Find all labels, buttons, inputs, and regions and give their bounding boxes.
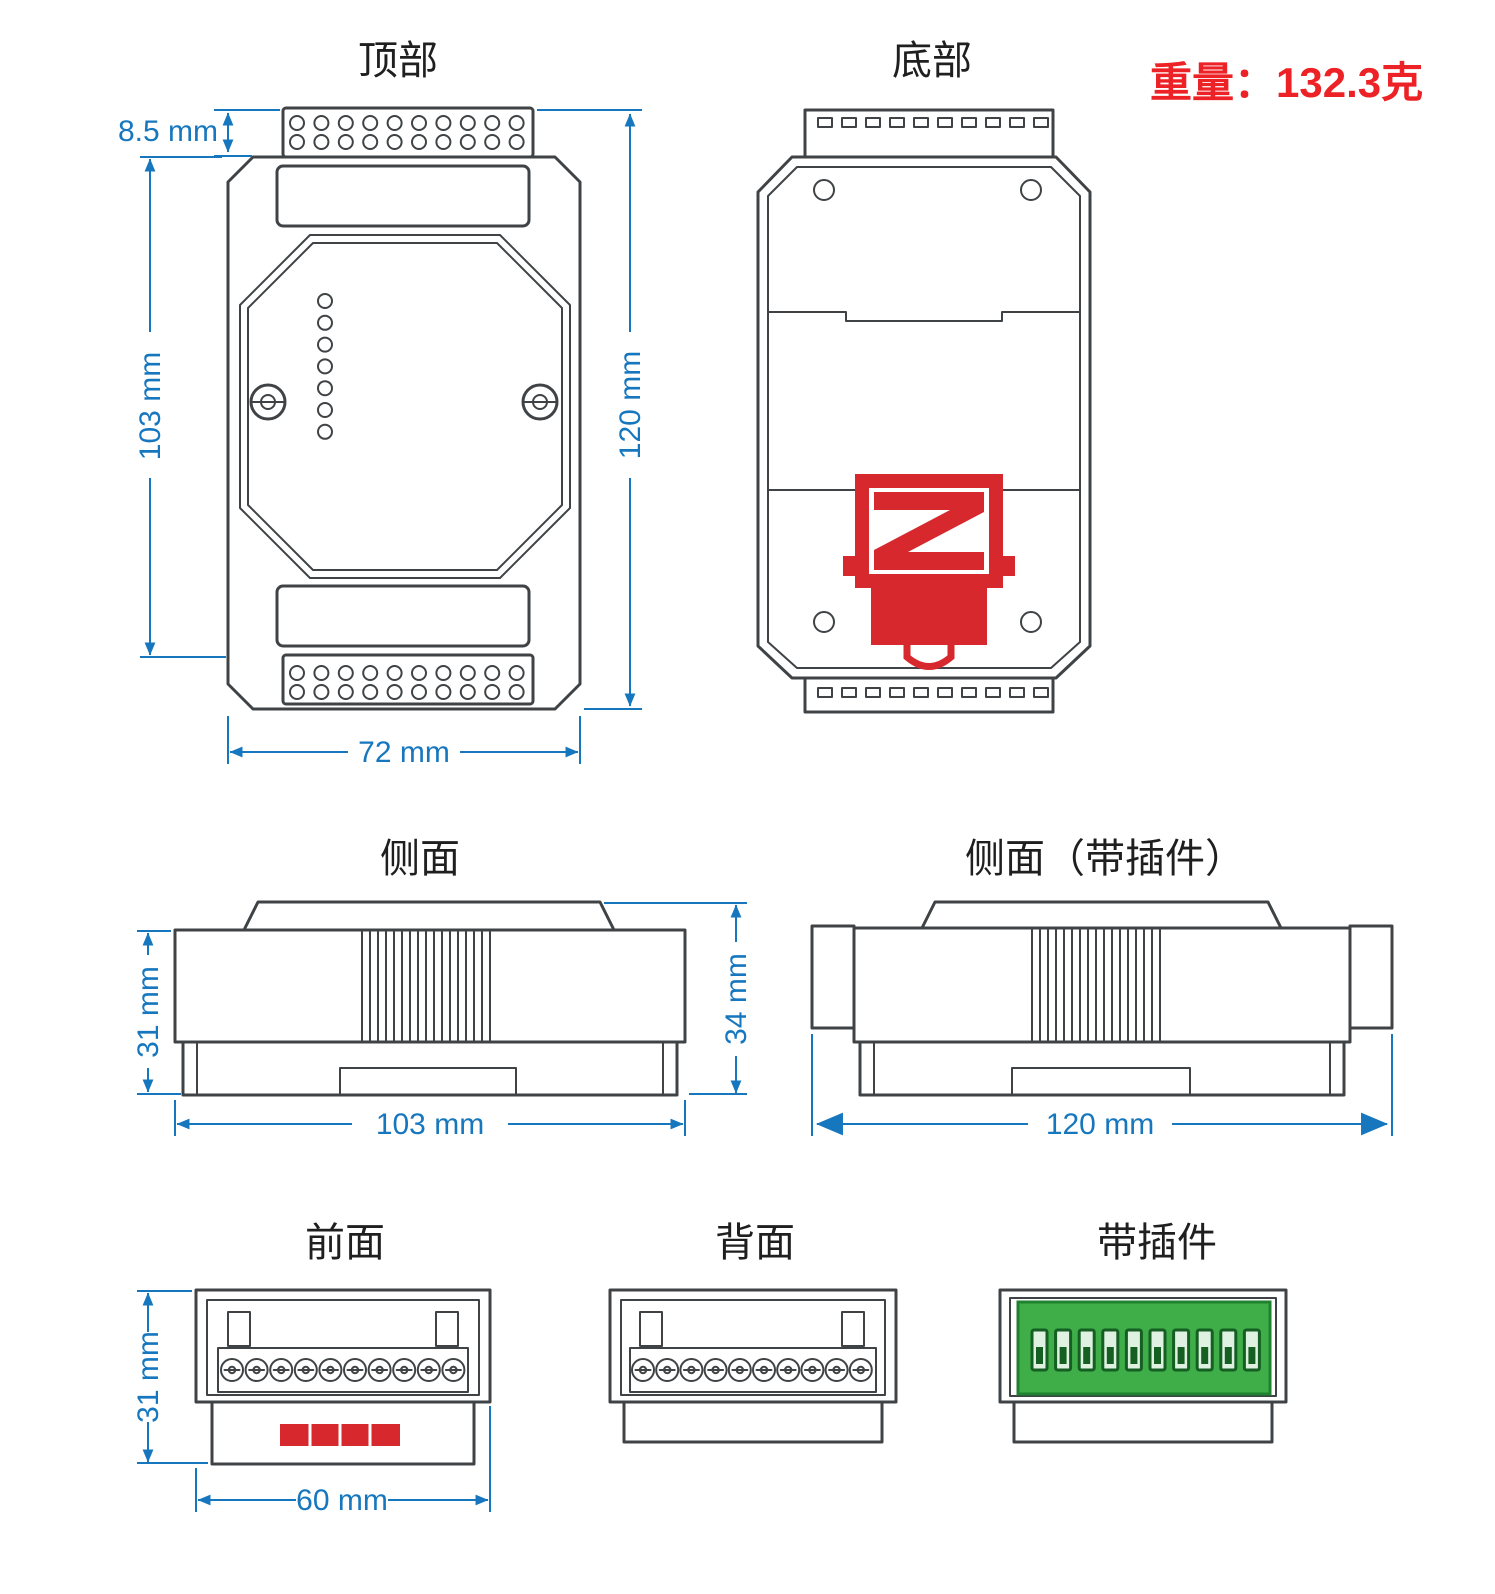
clip-ear-left: [843, 556, 856, 576]
front-terminal-screws: [220, 1358, 466, 1382]
bottom-view: [756, 108, 1092, 714]
top-view-dimensions: 8.5 mm 103 mm 120 mm 72 mm: [118, 109, 647, 769]
front-view-title: 前面: [305, 1221, 385, 1265]
bottom-body-inner-line: [767, 166, 1081, 669]
top-label-recess: [275, 164, 531, 228]
left-plug: [810, 924, 856, 1030]
front-housing-inner: [206, 1299, 480, 1396]
top-view: [226, 106, 582, 711]
front-view-dimensions: 31 mm 60 mm: [132, 1290, 491, 1517]
dim-120mm-side: 120 mm: [1046, 1108, 1154, 1141]
back-view-title: 背面: [715, 1221, 795, 1265]
case-hole: [1020, 179, 1042, 201]
clip-ear-right: [1002, 556, 1015, 576]
dim-8-5mm: 8.5 mm: [118, 115, 218, 148]
top-view-title: 顶部: [358, 39, 438, 83]
bottom-terminal-screws: [289, 665, 525, 700]
dim-34mm-side: 34 mm: [720, 953, 753, 1045]
side-view-title: 侧面: [380, 837, 460, 881]
dim-72mm: 72 mm: [358, 736, 450, 769]
case-seam-upper: [767, 311, 1081, 322]
plug-housing-inner: [1009, 1297, 1277, 1397]
panel-octagon-inner: [247, 242, 563, 571]
front-ear-right: [435, 1311, 459, 1347]
weight-note: 重量：132.3克: [1150, 59, 1423, 106]
bottom-connector-slots: [817, 687, 1049, 698]
side-view-plug: [810, 900, 1394, 1097]
dim-103mm-side: 103 mm: [376, 1108, 484, 1141]
side-body: [173, 928, 687, 1044]
dim-103mm-top: 103 mm: [134, 352, 167, 460]
side-view: [173, 900, 687, 1097]
side-terminal-strip: [242, 900, 616, 932]
back-ear-left: [639, 1311, 663, 1347]
front-view: [194, 1288, 492, 1466]
side-view-dimensions: 31 mm 34 mm 103 mm: [132, 902, 753, 1141]
right-plug: [1348, 924, 1394, 1030]
plug-base: [1012, 1400, 1274, 1444]
clip-slider: [871, 588, 987, 645]
side-plug-body: [852, 926, 1352, 1044]
front-ear-left: [227, 1311, 251, 1347]
plug-view-title: 带插件: [1097, 1221, 1217, 1265]
back-ear-right: [841, 1311, 865, 1347]
back-housing-inner: [620, 1299, 886, 1396]
clip-spring: [874, 492, 984, 570]
side-vent-ribs: [361, 930, 491, 1042]
case-hole: [813, 611, 835, 633]
dim-60mm: 60 mm: [296, 1484, 388, 1517]
bottom-body-outline: [756, 155, 1092, 680]
dim-31mm-front: 31 mm: [132, 1331, 165, 1423]
side-plug-vent-ribs: [1031, 928, 1161, 1042]
bottom-label-recess: [275, 584, 531, 648]
side-plug-dimensions: 120 mm: [811, 1034, 1393, 1141]
clip-pull-tab: [903, 645, 955, 670]
front-base: [210, 1400, 476, 1466]
back-base: [622, 1400, 884, 1444]
dim-120mm-top: 120 mm: [614, 351, 647, 459]
side-plug-terminal-strip: [920, 900, 1283, 930]
side-plug-view-title: 侧面（带插件）: [965, 837, 1245, 881]
din-groove: [1011, 1067, 1191, 1096]
din-rail-clip: [843, 474, 1015, 670]
back-terminal-screws: [631, 1358, 873, 1382]
connector-wire-holes-inner: [1036, 1347, 1256, 1364]
case-hole: [1020, 611, 1042, 633]
dim-31mm-side: 31 mm: [132, 966, 165, 1058]
bottom-view-title: 底部: [892, 39, 972, 83]
case-hole: [813, 179, 835, 201]
panel-octagon-outer: [239, 234, 571, 579]
top-terminal-screws: [289, 115, 525, 150]
top-connector-slots: [817, 117, 1049, 128]
plug-view: [998, 1288, 1288, 1444]
back-view: [608, 1288, 898, 1444]
din-groove: [339, 1067, 517, 1096]
led-indicators: [317, 293, 333, 440]
